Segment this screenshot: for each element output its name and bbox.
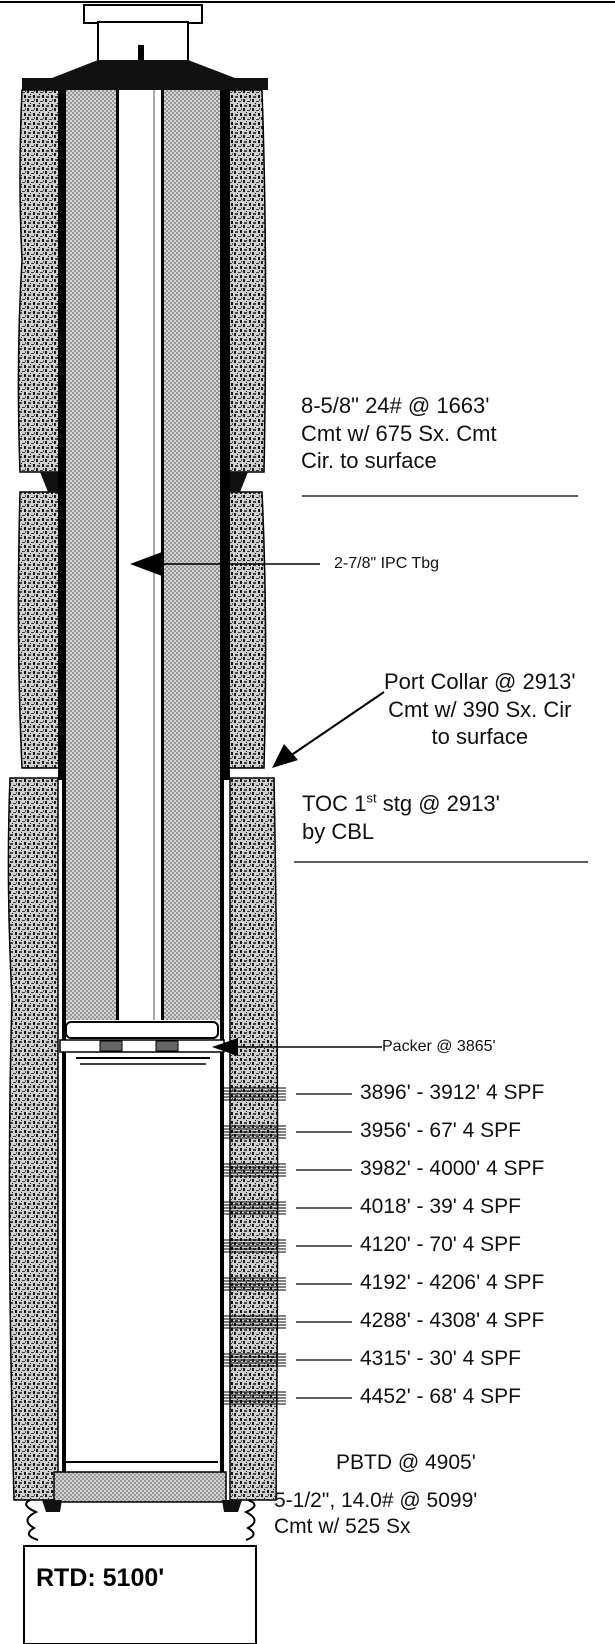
production-casing-right-wall	[220, 90, 224, 1502]
packer-arrow	[212, 1038, 382, 1056]
production-casing-line-1: 5-1/2", 14.0# @ 5099'	[274, 1489, 478, 1512]
pbtd-label: PBTD @ 4905'	[336, 1451, 476, 1474]
perforation-label: 3982' - 4000' 4 SPF	[360, 1157, 545, 1180]
perforation-label: 4452' - 68' 4 SPF	[360, 1385, 521, 1408]
surface-casing-line-2: Cmt w/ 675 Sx. Cmt	[301, 420, 497, 446]
port-collar-arrow	[272, 691, 385, 768]
perforation-label: 4018' - 39' 4 SPF	[360, 1195, 521, 1218]
surface-cement-right	[227, 89, 267, 769]
packer	[59, 1021, 225, 1065]
port-collar-label: Port Collar @ 2913' Cmt w/ 390 Sx. Cir t…	[384, 668, 576, 751]
perforation-label: 4192' - 4206' 4 SPF	[360, 1271, 545, 1294]
casing-shoe	[25, 1499, 256, 1541]
production-casing-line-2: Cmt w/ 525 Sx	[274, 1515, 411, 1539]
rtd-box	[23, 1545, 257, 1644]
port-collar-line-2: Cmt w/ 390 Sx. Cir	[388, 696, 572, 722]
surface-casing-line-1: 8-5/8" 24# @ 1663'	[301, 393, 490, 418]
surface-casing-line-3: Cir. to surface	[301, 448, 437, 473]
toc-label: TOC 1st stg @ 2913' by CBL	[302, 790, 500, 845]
toc-sup: st	[366, 790, 377, 806]
surface-cement-left	[17, 89, 61, 769]
toc-prefix: TOC 1	[302, 791, 367, 816]
tubing-label: 2-7/8" IPC Tbg	[334, 555, 439, 572]
toc-line-2: by CBL	[302, 818, 375, 844]
perforation-marks	[222, 1087, 352, 1405]
perforation-label: 3956' - 67' 4 SPF	[360, 1119, 521, 1142]
wellhead	[22, 4, 268, 90]
packer-label: Packer @ 3865'	[382, 1038, 496, 1055]
tubing-arrow	[130, 552, 320, 576]
perforation-label: 3896' - 3912' 4 SPF	[360, 1081, 545, 1104]
surface-casing-right-wall	[224, 90, 230, 780]
stage-collar	[40, 472, 248, 492]
rtd-label: RTD: 5100'	[36, 1564, 165, 1592]
pbtd-plug	[53, 1461, 227, 1503]
perforation-label: 4315' - 30' 4 SPF	[360, 1347, 521, 1370]
toc-suffix: stg @ 2913'	[376, 791, 500, 816]
perforation-label: 4120' - 70' 4 SPF	[360, 1233, 521, 1256]
production-casing-label: 5-1/2", 14.0# @ 5099' Cmt w/ 525 Sx	[274, 1488, 477, 1541]
production-casing-annulus	[64, 90, 222, 1020]
surface-casing-label: 8-5/8" 24# @ 1663' Cmt w/ 675 Sx. Cmt Ci…	[301, 392, 497, 475]
surface-casing-left-wall	[58, 90, 64, 780]
port-collar-line-3: to surface	[431, 724, 529, 749]
port-collar-line-1: Port Collar @ 2913'	[384, 669, 576, 694]
perforation-label: 4288' - 4308' 4 SPF	[360, 1309, 545, 1332]
production-casing-left-wall	[62, 90, 66, 1502]
